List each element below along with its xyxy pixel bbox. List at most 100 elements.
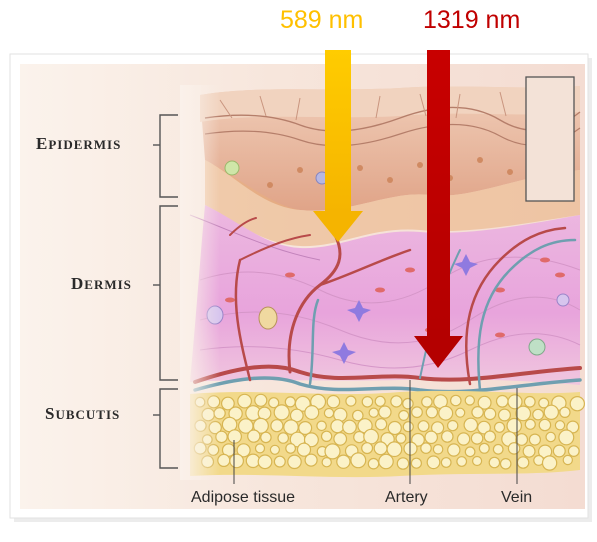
- fat-cell: [411, 458, 421, 468]
- fat-cell: [230, 454, 244, 468]
- fat-cell: [387, 442, 402, 457]
- fat-cell: [343, 420, 357, 434]
- fat-cell: [553, 445, 565, 457]
- fat-cell: [375, 396, 385, 406]
- fat-cell: [499, 409, 511, 421]
- fat-cell: [325, 444, 340, 459]
- fat-cell: [403, 422, 413, 432]
- vein-label: Vein: [501, 489, 532, 507]
- subcutis-region: [190, 391, 584, 477]
- arrow-1319-shaft: [427, 50, 450, 338]
- fat-cell: [529, 434, 540, 445]
- fat-cell: [501, 459, 511, 469]
- artery-label: Artery: [385, 489, 428, 507]
- fat-cell: [351, 453, 366, 468]
- fat-cell: [456, 408, 465, 417]
- fat-cell: [286, 444, 296, 454]
- adipose-tissue-label: Adipose tissue: [191, 489, 295, 507]
- fat-cell: [255, 394, 267, 406]
- fat-cell: [544, 405, 558, 419]
- wavelength-1319-label: 1319 nm: [423, 6, 520, 35]
- fat-cell: [399, 411, 409, 421]
- fat-cell: [473, 457, 482, 466]
- fat-cell: [442, 431, 453, 442]
- fat-cell: [559, 430, 574, 445]
- fat-cell: [379, 454, 393, 468]
- fat-cell: [563, 455, 572, 464]
- fat-cell: [448, 444, 460, 456]
- fat-cell: [238, 394, 252, 408]
- epidermis-region: [200, 86, 580, 246]
- fat-cell: [493, 445, 503, 455]
- fat-cell: [472, 407, 483, 418]
- left-fade: [180, 85, 220, 480]
- fat-cell: [525, 419, 535, 429]
- fat-cell: [516, 406, 531, 421]
- fat-cell: [305, 406, 319, 420]
- fat-cell: [539, 419, 550, 430]
- fat-cell: [391, 396, 402, 407]
- fat-cell: [465, 396, 474, 405]
- wavelength-589-label: 589 nm: [280, 6, 363, 35]
- fat-cell: [396, 433, 406, 443]
- fat-cell: [317, 421, 326, 430]
- fat-cell: [258, 407, 271, 420]
- fat-cell: [248, 430, 260, 442]
- fat-cell: [285, 397, 295, 407]
- fat-cell: [421, 443, 431, 453]
- epidermis-label: EPIDERMIS: [36, 134, 121, 154]
- fat-cell: [484, 431, 495, 442]
- fat-cell: [484, 408, 495, 419]
- fat-cell: [258, 455, 272, 469]
- fat-cell: [451, 395, 461, 405]
- fat-cell: [397, 458, 408, 469]
- fat-cell: [412, 407, 423, 418]
- fat-cell: [256, 444, 265, 453]
- fat-cell: [274, 405, 289, 420]
- fat-cell: [274, 456, 285, 467]
- fat-cell: [523, 445, 535, 457]
- dermis-label: DERMIS: [71, 274, 132, 294]
- fat-cell: [369, 408, 378, 417]
- fat-cell: [346, 396, 356, 406]
- fat-cell: [278, 433, 288, 443]
- fat-cell: [422, 397, 432, 407]
- fat-cell: [426, 407, 437, 418]
- fat-cell: [465, 447, 475, 457]
- fat-cell: [271, 420, 283, 432]
- fat-cell: [471, 433, 482, 444]
- fat-cell: [362, 443, 373, 454]
- fat-cell: [324, 409, 333, 418]
- fat-cell: [570, 397, 584, 411]
- fat-cell: [457, 457, 467, 467]
- inset-box: [526, 77, 574, 201]
- fat-cell: [261, 432, 271, 442]
- fat-cell: [433, 445, 442, 454]
- fat-cell: [427, 456, 440, 469]
- fat-cell: [376, 419, 387, 430]
- fat-cell: [525, 397, 536, 408]
- subcutis-label: SUBCUTIS: [45, 404, 120, 424]
- fat-cell: [374, 442, 387, 455]
- fat-cell: [439, 406, 453, 420]
- fat-cell: [305, 454, 317, 466]
- fat-cell: [517, 457, 528, 468]
- fat-cell: [327, 396, 339, 408]
- fat-cell: [379, 406, 391, 418]
- fat-cell: [464, 418, 477, 431]
- fat-cell: [331, 420, 344, 433]
- fat-cell: [270, 445, 279, 454]
- fat-cell: [560, 407, 570, 417]
- fat-cell: [495, 422, 505, 432]
- fat-cell: [555, 421, 564, 430]
- fat-cell: [337, 455, 350, 468]
- fat-cell: [507, 419, 521, 433]
- fat-cell: [403, 399, 413, 409]
- fat-cell: [334, 433, 347, 446]
- arrow-589-shaft: [325, 50, 351, 213]
- fat-cell: [489, 457, 499, 467]
- fat-cell: [362, 397, 372, 407]
- fat-cell: [448, 421, 458, 431]
- fat-cell: [441, 458, 451, 468]
- fat-cell: [458, 433, 470, 445]
